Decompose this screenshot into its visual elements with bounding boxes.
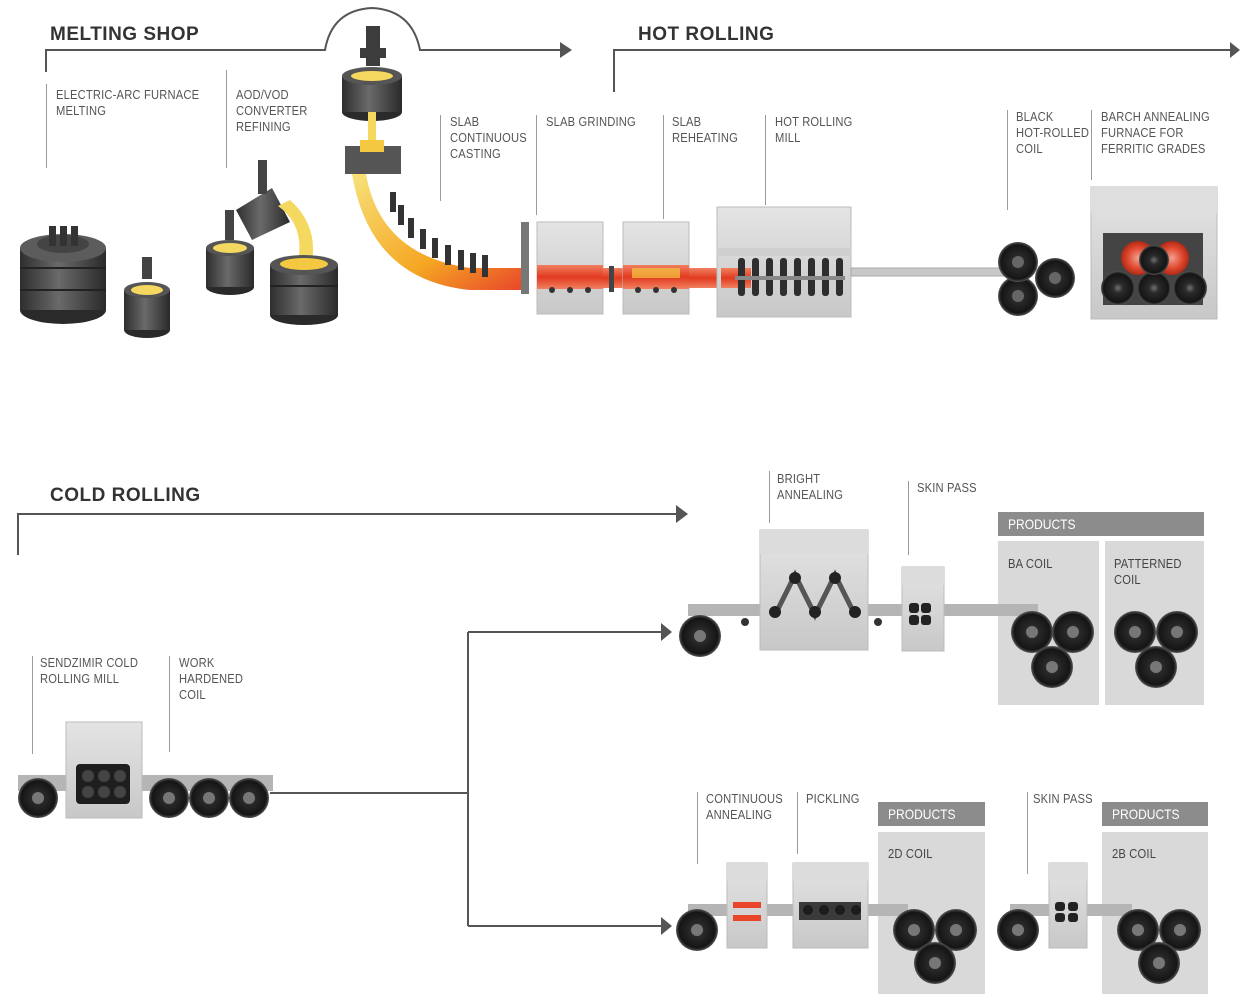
ba-coil-label: BA COIL <box>1008 556 1053 572</box>
leader-cont-anneal <box>697 792 698 864</box>
slab-reheating-label: SLAB REHEATING <box>672 114 738 146</box>
leader-batch-anneal <box>1091 110 1092 180</box>
hot-rolling-mill-label: HOT ROLLING MILL <box>775 114 852 146</box>
hot-rolling-title: HOT ROLLING <box>638 24 774 46</box>
coil-2b-label: 2B COIL <box>1112 846 1156 862</box>
slab-grinding-label: SLAB GRINDING <box>546 114 636 130</box>
leader-hot-mill <box>765 115 766 205</box>
ba-coils <box>1011 611 1094 688</box>
skin-pass-label-2: SKIN PASS <box>1033 791 1093 807</box>
aod-label: AOD/VOD CONVERTER REFINING <box>236 87 308 135</box>
skin-pass-label-1: SKIN PASS <box>917 480 977 496</box>
patterned-coil-label: PATTERNED COIL <box>1114 556 1182 588</box>
cold-rolling-title: COLD ROLLING <box>50 485 201 507</box>
coils-2b <box>1117 909 1201 984</box>
batch-annealing-label: BARCH ANNEALING FURNACE FOR FERRITIC GRA… <box>1101 109 1210 157</box>
leader-pickling <box>797 792 798 854</box>
black-coil-label: BLACK HOT-ROLLED COIL <box>1016 109 1089 157</box>
leader-slab-grind <box>536 115 537 215</box>
sendzimir-label: SENDZIMIR COLD ROLLING MILL <box>40 655 138 687</box>
leader-slab-reheat <box>663 115 664 219</box>
leader-work-hardened <box>169 656 170 752</box>
coil-2d-label: 2D COIL <box>888 846 933 862</box>
leader-aod <box>226 70 227 168</box>
leader-skin-pass-1 <box>908 481 909 555</box>
patterned-coils <box>1114 611 1198 688</box>
melting-shop-title: MELTING SHOP <box>50 24 199 46</box>
leader-bright-anneal <box>769 471 770 523</box>
slab-casting-label: SLAB CONTINUOUS CASTING <box>450 114 527 162</box>
leader-skin-pass-2 <box>1027 792 1028 874</box>
pickling-label: PICKLING <box>806 791 860 807</box>
coils-2d <box>893 909 977 984</box>
leader-eaf <box>46 84 47 168</box>
continuous-annealing-label: CONTINUOUS ANNEALING <box>706 791 783 823</box>
eaf-label: ELECTRIC-ARC FURNACE MELTING <box>56 87 199 119</box>
bright-annealing-label: BRIGHT ANNEALING <box>777 471 843 503</box>
work-hardened-label: WORK HARDENED COIL <box>179 655 243 703</box>
leader-sendzimir <box>32 656 33 754</box>
leader-black-coil <box>1007 110 1008 210</box>
leader-slab-cast <box>440 115 441 201</box>
